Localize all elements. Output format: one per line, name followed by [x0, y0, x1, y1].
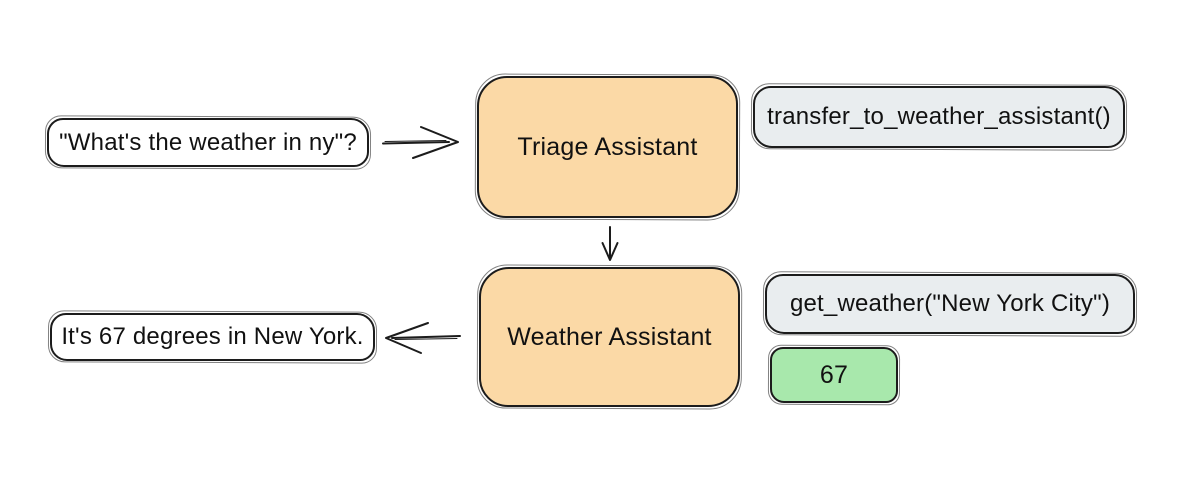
arrow-query-to-triage: [382, 126, 459, 159]
get-weather-call-node: get_weather("New York City"): [765, 274, 1135, 334]
tool-result-node: 67: [770, 347, 898, 403]
triage-assistant-node: Triage Assistant: [477, 76, 738, 218]
arrow-weather-to-response: [385, 322, 461, 354]
transfer-call-text: transfer_to_weather_assistant(): [767, 103, 1111, 130]
tool-result-text: 67: [819, 360, 849, 389]
arrow-triage-to-weather: [601, 226, 619, 261]
weather-assistant-node: Weather Assistant: [479, 267, 740, 407]
triage-assistant-label: Triage Assistant: [517, 132, 698, 161]
get-weather-call-text: get_weather("New York City"): [789, 290, 1111, 317]
user-query-node: "What's the weather in ny"?: [47, 118, 369, 167]
transfer-call-node: transfer_to_weather_assistant(): [753, 86, 1125, 148]
final-response-node: It's 67 degrees in New York.: [50, 313, 375, 361]
weather-assistant-label: Weather Assistant: [507, 322, 712, 351]
final-response-text: It's 67 degrees in New York.: [61, 323, 364, 350]
user-query-text: "What's the weather in ny"?: [59, 128, 357, 156]
